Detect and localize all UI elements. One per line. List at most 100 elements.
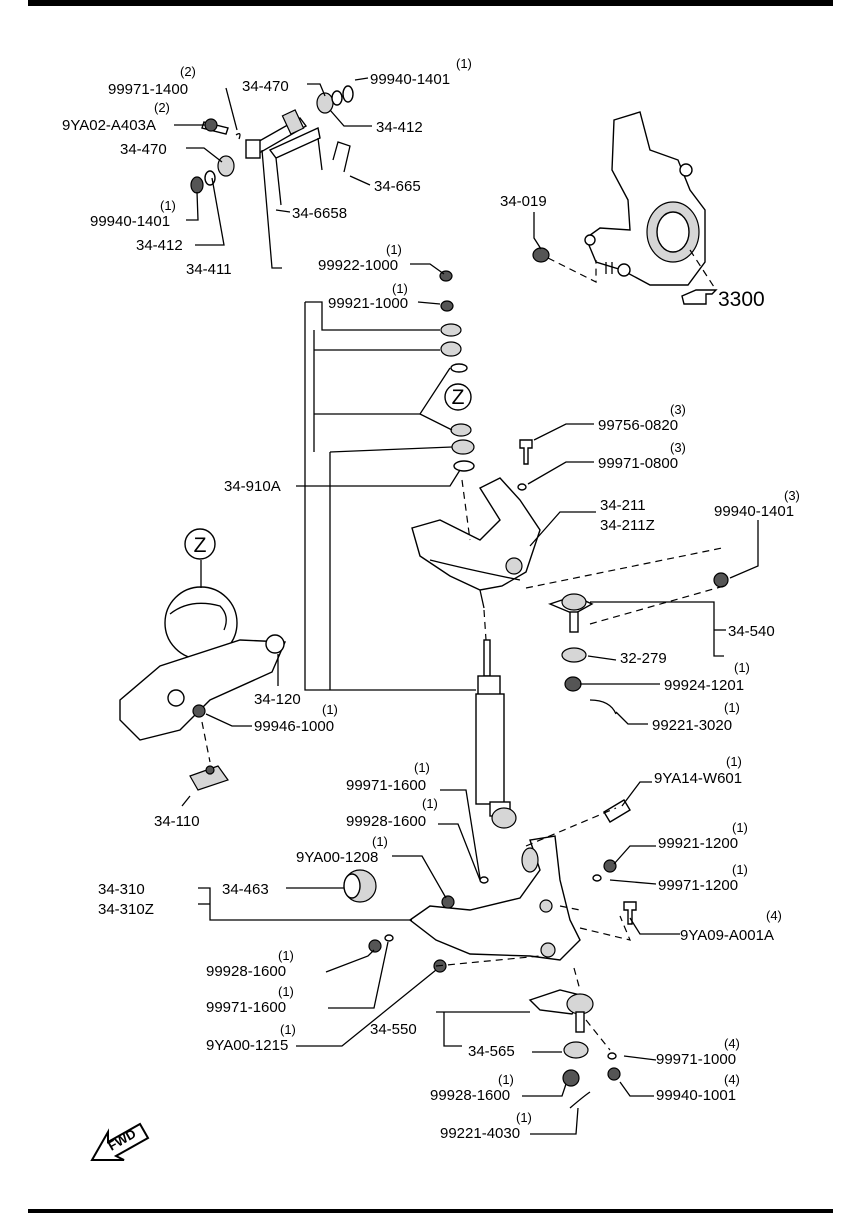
bump-stop-detail — [119, 586, 287, 791]
callout[interactable]: 34-120 — [254, 691, 301, 708]
svg-text:34-211Z: 34-211Z — [600, 517, 655, 534]
svg-text:(1): (1) — [726, 754, 742, 769]
callout[interactable]: 34-565 — [468, 1043, 515, 1060]
leader-lines — [174, 77, 759, 1135]
svg-text:(1): (1) — [422, 796, 438, 811]
svg-text:34-120: 34-120 — [254, 691, 301, 708]
callout[interactable]: 34-910A — [224, 478, 281, 495]
fwd-arrow-icon: FWD — [90, 1122, 150, 1161]
steering-knuckle — [532, 111, 706, 286]
svg-text:99946-1000: 99946-1000 — [254, 718, 334, 735]
svg-text:99928-1600: 99928-1600 — [430, 1087, 510, 1104]
callout[interactable]: (3)99756-0820 — [598, 402, 686, 434]
callout[interactable]: 34-540 — [728, 623, 775, 640]
callout[interactable]: (3)99940-1401 — [714, 488, 800, 520]
callout[interactable]: (1)99971-1200 — [658, 862, 748, 894]
callout[interactable]: 34-470 — [120, 141, 167, 158]
callout[interactable]: (1)99922-1000 — [318, 242, 402, 274]
svg-text:(1): (1) — [414, 760, 430, 775]
shock-mount-stack — [439, 270, 475, 472]
callout[interactable]: (1)99921-1200 — [658, 820, 748, 852]
section-ref[interactable]: 3300 — [681, 288, 765, 311]
callout[interactable]: 34-412 — [136, 237, 183, 254]
svg-text:(1): (1) — [498, 1072, 514, 1087]
svg-text:(1): (1) — [386, 242, 402, 257]
callout[interactable]: 34-019 — [500, 193, 547, 210]
svg-text:99940-1001: 99940-1001 — [656, 1087, 736, 1104]
callout[interactable]: (1) 99221-3020 — [652, 700, 740, 734]
callout[interactable]: 34-110 — [154, 813, 200, 830]
callout[interactable]: (2)9YA02-A403A — [62, 100, 170, 134]
callout[interactable]: 34-470 — [242, 78, 289, 95]
shock-absorber — [475, 639, 517, 829]
callout[interactable]: 32-279 — [620, 650, 667, 667]
callout[interactable]: (2)99971-1400 — [108, 64, 196, 98]
callout[interactable]: (1)99940-1401 — [90, 198, 176, 230]
callout[interactable]: (4)99971-1000 — [656, 1036, 740, 1068]
callout[interactable]: (1)99921-1000 — [328, 281, 408, 312]
svg-text:32-279: 32-279 — [620, 650, 667, 667]
callout[interactable]: (1)9YA14-W601 — [654, 754, 742, 787]
svg-text:34-550: 34-550 — [370, 1021, 417, 1038]
svg-text:99971-1200: 99971-1200 — [658, 877, 738, 894]
svg-text:(1): (1) — [734, 660, 750, 675]
callout[interactable]: (1)99971-1600 — [206, 984, 294, 1016]
callout[interactable]: 34-6658 — [292, 205, 347, 222]
svg-text:99221-3020: 99221-3020 — [652, 717, 732, 734]
callout[interactable]: (1)99928-1600 — [206, 948, 294, 980]
callout[interactable]: (4)99940-1001 — [656, 1072, 740, 1104]
svg-text:34-310: 34-310 — [98, 881, 145, 898]
svg-text:(2): (2) — [154, 100, 170, 115]
svg-text:34-6658: 34-6658 — [292, 205, 347, 222]
callout[interactable]: (1)99924-1201 — [664, 660, 750, 694]
svg-text:99928-1600: 99928-1600 — [346, 813, 426, 830]
callout[interactable]: 34-310 — [98, 881, 145, 898]
svg-text:(1): (1) — [392, 281, 408, 296]
callout[interactable]: (1)9YA00-1208 — [296, 834, 388, 866]
svg-text:34-411: 34-411 — [186, 261, 232, 278]
svg-text:(1): (1) — [516, 1110, 532, 1125]
callout[interactable]: (1)99946-1000 — [254, 702, 338, 735]
callout[interactable]: (3)99971-0800 — [598, 440, 686, 472]
svg-text:99921-1200: 99921-1200 — [658, 835, 738, 852]
bottom-border — [28, 1209, 833, 1213]
callout[interactable]: (1)9YA00-1215 — [206, 1022, 296, 1054]
lower-ball-joint — [528, 989, 621, 1109]
callout[interactable]: 34-211 — [600, 497, 646, 514]
callout[interactable]: (4)9YA09-A001A — [680, 908, 782, 944]
section-ref-number: 3300 — [718, 288, 765, 311]
svg-text:99971-0800: 99971-0800 — [598, 455, 678, 472]
svg-text:9YA14-W601: 9YA14-W601 — [654, 770, 742, 787]
svg-text:34-463: 34-463 — [222, 881, 269, 898]
callout[interactable]: (1) 99940-1401 — [370, 56, 472, 88]
svg-text:34-110: 34-110 — [154, 813, 200, 830]
callout[interactable]: (1) 99971-1600 — [346, 760, 430, 794]
svg-text:99221-4030: 99221-4030 — [440, 1125, 520, 1142]
svg-text:99971-1400: 99971-1400 — [108, 81, 188, 98]
svg-text:(1): (1) — [160, 198, 176, 213]
svg-text:9YA00-1208: 9YA00-1208 — [296, 849, 378, 866]
callout[interactable]: 34-411 — [186, 261, 232, 278]
callout[interactable]: (1) 99928-1600 — [346, 796, 438, 830]
svg-text:99940-1401: 99940-1401 — [370, 71, 450, 88]
callout[interactable]: 34-211Z — [600, 517, 655, 534]
callout[interactable]: 34-665 — [374, 178, 421, 195]
svg-text:(1): (1) — [724, 700, 740, 715]
svg-text:99971-1600: 99971-1600 — [206, 999, 286, 1016]
svg-text:(1): (1) — [278, 984, 294, 999]
callout-labels: (2)99971-1400 34-470 (1)99940-1401 (2)9Y… — [62, 56, 800, 1142]
callout[interactable]: (1)99221-4030 — [440, 1110, 532, 1142]
callout[interactable]: (1)99928-1600 — [430, 1072, 514, 1104]
callout[interactable]: 34-310Z — [98, 901, 154, 918]
svg-text:34-412: 34-412 — [376, 119, 423, 136]
upper-ball-joint — [548, 572, 729, 715]
svg-text:(3): (3) — [784, 488, 800, 503]
callout[interactable]: 34-463 — [222, 881, 269, 898]
callout[interactable]: 34-550 — [370, 1021, 417, 1038]
svg-text:34-211: 34-211 — [600, 497, 646, 514]
svg-text:(4): (4) — [724, 1036, 740, 1051]
svg-text:99971-1600: 99971-1600 — [346, 777, 426, 794]
svg-text:(1): (1) — [456, 56, 472, 71]
callout[interactable]: 34-412 — [376, 119, 423, 136]
svg-text:(1): (1) — [280, 1022, 296, 1037]
